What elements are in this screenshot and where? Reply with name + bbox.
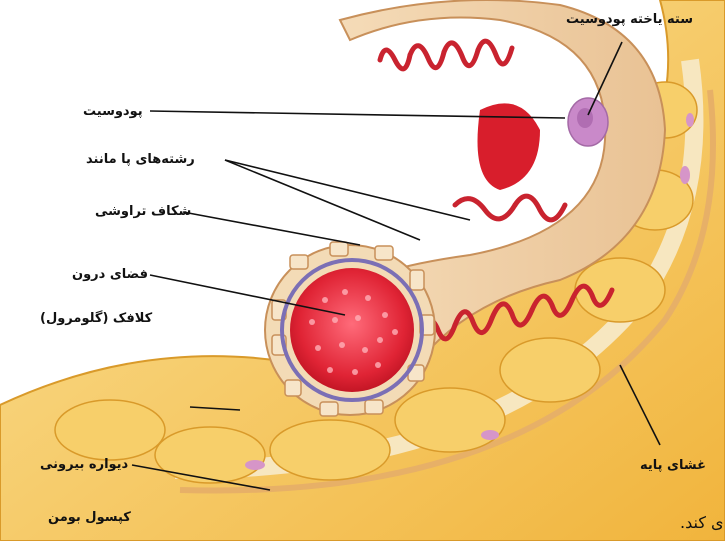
label-lumen-line1: فضای درون — [72, 268, 148, 281]
label-lumen-line2: کلافک (گلومرول) — [40, 312, 152, 325]
label-outer-wall: دیواره بیرونی — [40, 458, 128, 471]
cropped-paragraph-text: ی کند. — [680, 515, 724, 531]
label-filtration-slit: شکاف تراوشی — [95, 205, 191, 218]
label-foot-processes: رشته‌های پا مانند — [86, 153, 195, 166]
label-podocyte: پودوسیت — [83, 105, 143, 118]
label-podocyte-cell-body: سته یاخته پودوسیت — [566, 13, 693, 26]
label-bowman-capsule: کپسول بومن — [48, 511, 131, 524]
label-basement-membrane: غشای پایه — [640, 459, 706, 472]
